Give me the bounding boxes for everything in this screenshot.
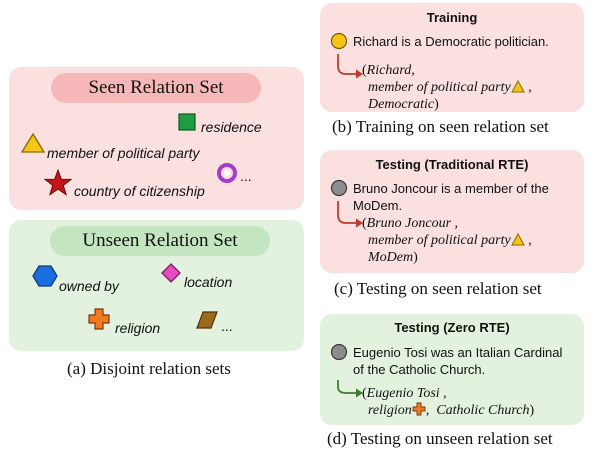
unseen-more-ellipsis: ... [221,318,233,334]
training-sentence: Richard is a Democratic politician. [353,34,549,49]
caption-c: (c) Testing on seen relation set [334,279,542,298]
relation-member-of-political-party: member of political party [47,145,200,161]
relation-country-of-citizenship: country of citizenship [74,183,205,199]
triple-relation: member of political party [368,80,511,95]
caption-d: (d) Testing on unseen relation set [327,429,553,448]
pink-diamond-icon [161,263,181,283]
yellow-triangle-icon [20,132,46,153]
seen-relation-set-title: Seen Relation Set [51,73,261,103]
orange-cross-icon [412,402,426,416]
testing-rte-panel [320,150,584,273]
testing-zero-panel [320,314,584,425]
blue-hexagon-icon [32,265,58,287]
testing-rte-arrow [337,201,363,228]
triple-head: Richard, [366,63,415,78]
triple-comma: , [528,233,532,248]
triple-open: ( [362,63,367,78]
testing-zero-arrow [337,380,363,398]
yellow-triangle-icon [510,80,525,93]
training-triple: (Richard, member of political party , De… [362,62,532,113]
triple-tail: Catholic Church [436,403,530,418]
relation-religion: religion [115,320,161,336]
purple-ring-icon [217,163,237,183]
testing-rte-title: Testing (Traditional RTE) [375,157,529,172]
seen-more-ellipsis: ... [240,168,252,184]
testing-rte-triple: (Bruno Joncour , member of political par… [362,215,532,266]
testing-rte-sentence: Bruno Joncour is a member of the MoDem. [353,181,549,213]
green-square-icon [178,113,196,131]
brown-parallelogram-icon [196,311,218,329]
triple-relation: religion [368,403,412,418]
triple-close: ) [434,97,439,112]
triple-tail: MoDem [368,250,414,265]
testing-zero-sentence: Eugenio Tosi was an Italian Cardinal of … [353,345,563,377]
red-star-icon [44,169,72,196]
relation-residence: residence [201,119,262,135]
triple-comma: , [528,80,532,95]
triple-close: ) [413,250,418,265]
triple-tail: Democratic [368,97,435,112]
yellow-triangle-icon [510,233,525,246]
training-panel [320,3,584,112]
triple-relation: member of political party [368,233,511,248]
gray-circle-icon [330,179,348,197]
triple-open: ( [362,386,367,401]
orange-cross-icon [88,308,110,330]
gray-circle-icon [330,343,348,361]
triple-comma: , [425,403,430,418]
triple-close: ) [529,403,535,418]
relation-location: location [184,274,233,290]
training-arrow [337,54,363,79]
relation-owned-by: owned by [59,278,119,294]
training-title: Training [426,10,478,25]
testing-zero-title: Testing (Zero RTE) [394,320,510,335]
triple-head: Eugenio Tosi , [366,386,447,401]
yellow-circle-icon [330,32,348,50]
caption-a: (a) Disjoint relation sets [67,359,231,378]
triple-open: ( [362,216,367,231]
triple-head: Bruno Joncour , [366,216,459,231]
testing-zero-triple: (Eugenio Tosi , religion, Catholic Churc… [362,385,534,419]
caption-b: (b) Training on seen relation set [332,117,549,136]
unseen-relation-set-title: Unseen Relation Set [50,226,270,256]
